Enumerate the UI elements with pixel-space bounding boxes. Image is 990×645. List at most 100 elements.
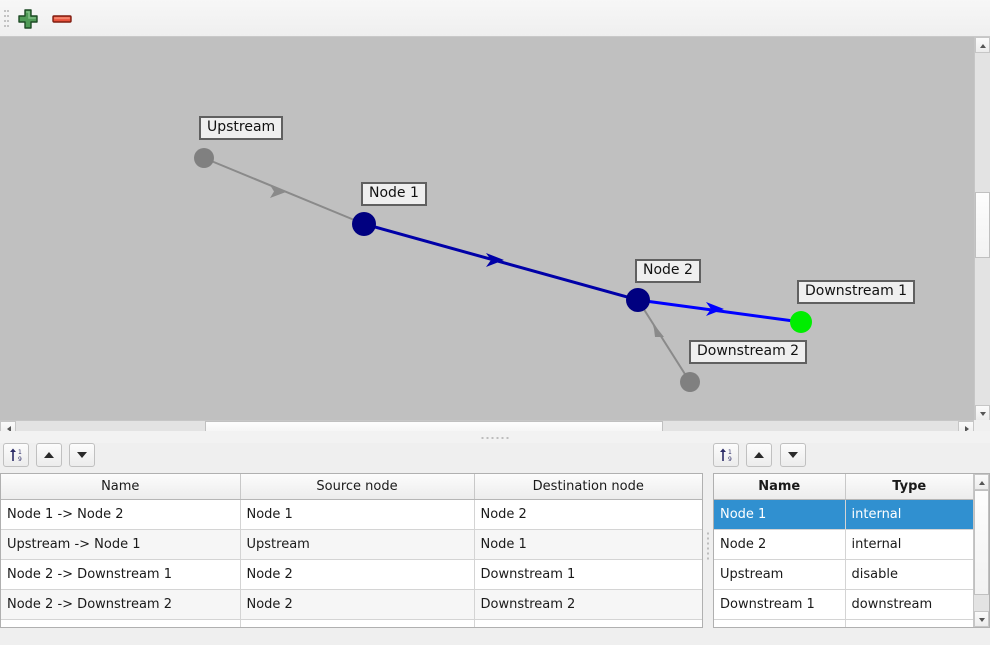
nodes-table-vertical-scrollbar[interactable] bbox=[973, 474, 989, 627]
edge-node2-downstream1[interactable] bbox=[637, 298, 802, 324]
table-empty-row bbox=[714, 619, 973, 627]
cell-source[interactable]: Upstream bbox=[240, 529, 475, 560]
cell-name[interactable]: Node 2 -> Downstream 1 bbox=[1, 559, 241, 590]
cell-destination[interactable]: Downstream 2 bbox=[474, 589, 702, 620]
connections-table[interactable]: Name Source node Destination node Node 1… bbox=[0, 473, 703, 628]
table-row[interactable]: Node 2 -> Downstream 2 Node 2 Downstream… bbox=[1, 589, 702, 620]
triangle-down-icon bbox=[788, 452, 798, 458]
sort-ascending-icon: 1 9 bbox=[10, 448, 22, 463]
connections-move-up-button[interactable] bbox=[36, 443, 62, 467]
triangle-left-icon bbox=[7, 426, 11, 432]
scroll-up-button[interactable] bbox=[975, 37, 990, 53]
cell-type[interactable]: internal bbox=[845, 499, 973, 530]
plus-icon bbox=[18, 9, 38, 29]
table-row[interactable]: Upstream -> Node 1 Upstream Node 1 bbox=[1, 529, 702, 560]
toolbar-drag-handle[interactable] bbox=[4, 10, 9, 28]
cell-empty bbox=[240, 619, 475, 627]
table-header-row: Name Source node Destination node bbox=[1, 474, 702, 500]
graph-node-label-upstream[interactable]: Upstream bbox=[199, 116, 284, 140]
graph-node-label-downstream2[interactable]: Downstream 2 bbox=[689, 340, 808, 364]
svg-text:9: 9 bbox=[728, 456, 732, 463]
column-header-name[interactable]: Name bbox=[1, 474, 241, 500]
vertical-splitter[interactable] bbox=[703, 470, 713, 622]
cell-empty bbox=[714, 619, 846, 627]
triangle-right-icon bbox=[965, 426, 969, 432]
column-header-source-node[interactable]: Source node bbox=[240, 474, 475, 500]
cell-empty bbox=[474, 619, 702, 627]
triangle-up-icon bbox=[980, 44, 986, 48]
cell-destination[interactable]: Downstream 1 bbox=[474, 559, 702, 590]
remove-button[interactable] bbox=[50, 7, 74, 31]
graph-edges-layer bbox=[194, 148, 812, 392]
graph-vertical-scrollbar[interactable] bbox=[974, 37, 990, 421]
table-row[interactable]: Downstream 1 downstream bbox=[714, 589, 973, 620]
cell-destination[interactable]: Node 1 bbox=[474, 529, 702, 560]
column-header-destination-node[interactable]: Destination node bbox=[474, 474, 702, 500]
column-header-type[interactable]: Type bbox=[845, 474, 973, 500]
scroll-up-button[interactable] bbox=[974, 474, 989, 490]
triangle-up-icon bbox=[44, 452, 54, 458]
triangle-down-icon bbox=[77, 452, 87, 458]
edge-node1-node2[interactable] bbox=[363, 222, 639, 302]
scroll-thumb-vertical[interactable] bbox=[974, 490, 989, 595]
graph-node-downstream1[interactable] bbox=[790, 311, 812, 333]
add-button[interactable] bbox=[16, 7, 40, 31]
cell-name[interactable]: Node 2 -> Downstream 2 bbox=[1, 589, 241, 620]
table-row[interactable]: Node 2 internal bbox=[714, 529, 973, 560]
graph-view[interactable]: Upstream Node 1 Node 2 Downstream 1 Down… bbox=[0, 37, 990, 437]
cell-type[interactable]: internal bbox=[845, 529, 973, 560]
sort-ascending-icon: 1 9 bbox=[720, 448, 732, 463]
graph-node-node1[interactable] bbox=[352, 212, 376, 236]
column-header-name[interactable]: Name bbox=[714, 474, 846, 500]
nodes-sort-button[interactable]: 1 9 bbox=[713, 443, 739, 467]
table-empty-row bbox=[1, 619, 702, 627]
edge-node2-downstream2[interactable] bbox=[637, 299, 691, 383]
graph-node-downstream2[interactable] bbox=[680, 372, 700, 392]
nodes-move-down-button[interactable] bbox=[780, 443, 806, 467]
nodes-grid: Name Type Node 1 internal Node 2 interna… bbox=[714, 474, 973, 627]
main-toolbar bbox=[0, 0, 990, 37]
table-row[interactable]: Node 2 -> Downstream 1 Node 2 Downstream… bbox=[1, 559, 702, 590]
splitter-grip-dots bbox=[481, 437, 509, 439]
minus-icon bbox=[52, 15, 72, 23]
graph-canvas[interactable]: Upstream Node 1 Node 2 Downstream 1 Down… bbox=[0, 37, 974, 421]
graph-node-upstream[interactable] bbox=[194, 148, 214, 168]
cell-name[interactable]: Node 1 bbox=[714, 499, 846, 530]
svg-text:1: 1 bbox=[18, 449, 22, 456]
svg-text:1: 1 bbox=[728, 449, 732, 456]
cell-name[interactable]: Node 1 -> Node 2 bbox=[1, 499, 241, 530]
nodes-move-up-button[interactable] bbox=[746, 443, 772, 467]
table-row[interactable]: Upstream disable bbox=[714, 559, 973, 590]
cell-name[interactable]: Downstream 1 bbox=[714, 589, 846, 620]
scroll-down-button[interactable] bbox=[974, 611, 989, 627]
graph-node-node2[interactable] bbox=[626, 288, 650, 312]
cell-empty bbox=[845, 619, 973, 627]
table-row[interactable]: Node 1 -> Node 2 Node 1 Node 2 bbox=[1, 499, 702, 530]
cell-name[interactable]: Upstream -> Node 1 bbox=[1, 529, 241, 560]
horizontal-splitter[interactable] bbox=[0, 431, 990, 443]
cell-source[interactable]: Node 2 bbox=[240, 559, 475, 590]
edge-upstream-node1[interactable] bbox=[203, 157, 365, 225]
triangle-up-icon bbox=[979, 481, 985, 485]
cell-name[interactable]: Upstream bbox=[714, 559, 846, 590]
graph-node-label-downstream1[interactable]: Downstream 1 bbox=[797, 280, 916, 304]
cell-name[interactable]: Node 2 bbox=[714, 529, 846, 560]
connections-sort-button[interactable]: 1 9 bbox=[3, 443, 29, 467]
cell-source[interactable]: Node 2 bbox=[240, 589, 475, 620]
cell-source[interactable]: Node 1 bbox=[240, 499, 475, 530]
splitter-grip-dots bbox=[707, 532, 709, 560]
graph-node-label-node2[interactable]: Node 2 bbox=[635, 259, 701, 283]
connections-move-down-button[interactable] bbox=[69, 443, 95, 467]
connections-grid: Name Source node Destination node Node 1… bbox=[1, 474, 702, 627]
scroll-down-button[interactable] bbox=[975, 405, 990, 421]
cell-type[interactable]: downstream bbox=[845, 589, 973, 620]
scroll-thumb-vertical[interactable] bbox=[975, 192, 990, 258]
graph-node-label-node1[interactable]: Node 1 bbox=[361, 182, 427, 206]
nodes-panel: 1 9 Name Type bbox=[713, 443, 990, 628]
cell-destination[interactable]: Node 2 bbox=[474, 499, 702, 530]
nodes-table[interactable]: Name Type Node 1 internal Node 2 interna… bbox=[713, 473, 990, 628]
cell-empty bbox=[1, 619, 241, 627]
cell-type[interactable]: disable bbox=[845, 559, 973, 590]
table-row-selected[interactable]: Node 1 internal bbox=[714, 499, 973, 530]
